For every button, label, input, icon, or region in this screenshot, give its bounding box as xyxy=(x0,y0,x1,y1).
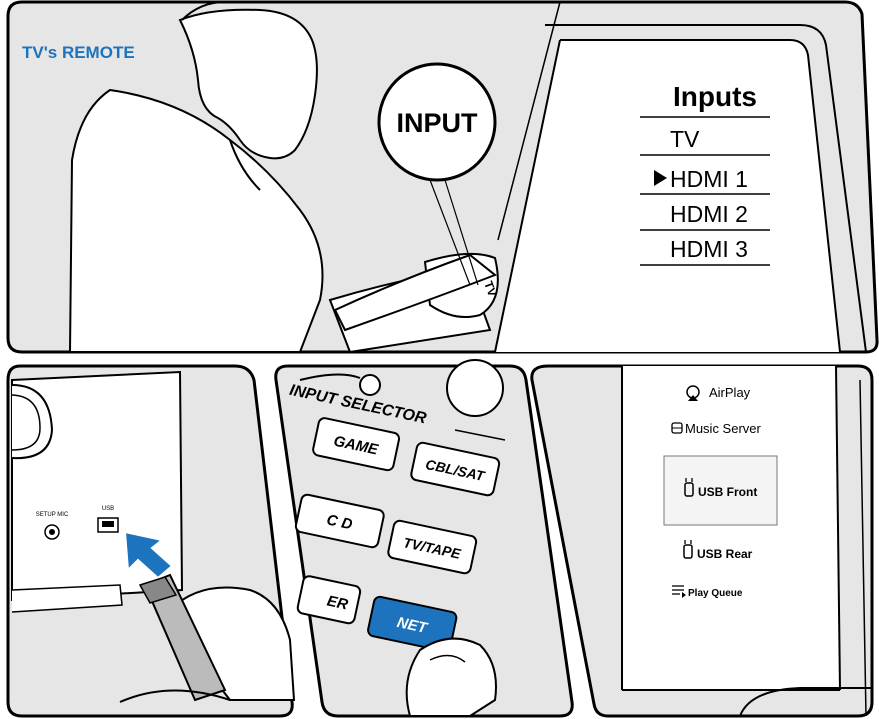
input-item-hdmi1[interactable]: HDMI 1 xyxy=(670,166,748,192)
net-item-usb-rear[interactable]: USB Rear xyxy=(683,540,753,561)
play-queue-label: Play Queue xyxy=(688,588,743,599)
airplay-label: AirPlay xyxy=(709,385,751,400)
net-button-label: NET xyxy=(395,614,430,637)
partial-button[interactable] xyxy=(296,575,362,625)
net-item-music-server[interactable]: Music Server xyxy=(671,421,762,436)
net-item-airplay[interactable]: AirPlay xyxy=(686,385,751,401)
cd-button-label: C D xyxy=(325,511,354,533)
cd-button[interactable] xyxy=(294,493,385,549)
setup-mic-label: SETUP MIC xyxy=(36,512,69,518)
net-item-play-queue[interactable]: Play Queue xyxy=(672,585,743,599)
input-callout-label: INPUT xyxy=(397,108,479,138)
inputs-menu: Inputs TV HDMI 1 HDMI 2 HDMI 3 xyxy=(640,81,770,266)
input-item-hdmi3[interactable]: HDMI 3 xyxy=(670,236,748,262)
game-button[interactable] xyxy=(312,417,401,472)
usb-rear-label: USB Rear xyxy=(697,547,753,561)
usb-icon xyxy=(684,482,694,497)
usb-port-label: USB xyxy=(102,506,114,512)
usb-front-label: USB Front xyxy=(698,485,757,499)
usb-icon xyxy=(683,544,693,559)
person-illustration xyxy=(68,1,499,354)
selection-arrow-icon xyxy=(654,170,667,186)
input-item-tv[interactable]: TV xyxy=(670,126,700,152)
cbl-sat-button[interactable] xyxy=(410,441,501,497)
net-item-usb-front[interactable]: USB Front xyxy=(684,478,757,499)
partial-button-label: ER xyxy=(325,593,349,614)
net-button[interactable] xyxy=(367,595,458,653)
tv-tape-button[interactable] xyxy=(387,519,478,575)
music-server-label: Music Server xyxy=(685,421,762,436)
tv-remote-caption: TV's REMOTE xyxy=(22,43,135,62)
remote-tv-button-label: TV xyxy=(481,279,499,298)
net-menu-panel: AirPlay Music Server USB Front USB Rear xyxy=(530,364,874,718)
remote-panel: INPUT SELECTOR GAME CBL/SAT C D TV/TAPE … xyxy=(274,359,574,718)
top-panel: INPUT TV TV's REMOTE Inputs TV HDMI 1 HD… xyxy=(6,0,879,354)
selected-item-highlight xyxy=(663,455,778,526)
inputs-menu-title: Inputs xyxy=(673,81,757,112)
usb-panel: SETUP MIC USB xyxy=(6,364,296,718)
insert-arrow-icon xyxy=(123,530,174,580)
queue-icon xyxy=(672,585,686,598)
input-callout xyxy=(377,62,497,182)
input-item-hdmi2[interactable]: HDMI 2 xyxy=(670,201,748,227)
